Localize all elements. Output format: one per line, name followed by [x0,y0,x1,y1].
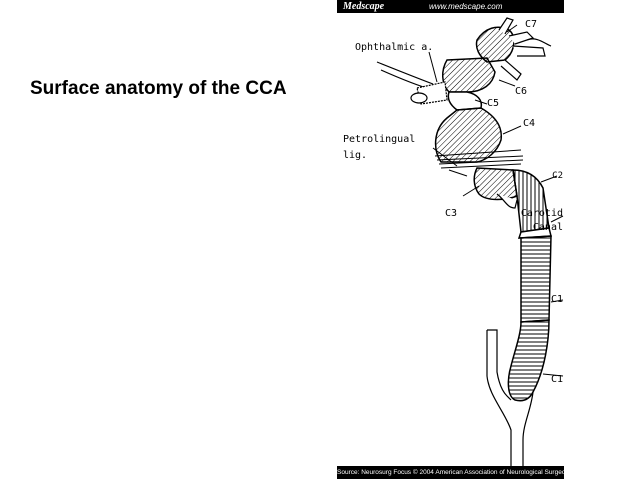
carotid-artery-diagram: C7 Ophthalmic a. C6 C5 C4 Petrolingual l… [343,17,564,470]
figure-url: www.medscape.com [429,2,503,11]
c5-segment [447,91,483,111]
label-c2: C2 [552,171,563,181]
label-c7: C7 [525,19,537,30]
figure-header: Medscape www.medscape.com [337,0,564,13]
label-ophthalmic: Ophthalmic a. [355,42,433,53]
label-c4: C4 [523,118,535,129]
label-petrolingual: Petrolingual [343,134,415,145]
c4-segment [434,107,503,163]
medscape-logo: Medscape [343,1,385,12]
label-petrolingual-lig: lig. [343,150,367,161]
c1-segment [520,235,552,323]
label-c6: C6 [515,86,527,97]
label-c1-upper: C1 [551,294,563,305]
figure-source: Source: Neurosurg Focus © 2004 American … [337,466,564,479]
label-c3: C3 [445,208,457,219]
label-carotid: Carotid [521,208,563,219]
label-c5: C5 [487,98,499,109]
label-canal: Canal [533,222,563,233]
petrolingual-ligament [432,147,524,177]
ophthalmic-artery [376,61,448,105]
c6-segment [442,57,496,93]
anatomy-figure: Medscape www.medscape.com [337,0,564,479]
c1-lower-segment [507,319,550,402]
slide-title: Surface anatomy of the CCA [30,78,287,99]
pointer-lines [428,24,564,377]
label-c1-lower: C1 [551,374,563,385]
c3-segment [473,167,518,201]
common-carotid-artery [486,329,534,470]
c7-segment [475,17,552,81]
